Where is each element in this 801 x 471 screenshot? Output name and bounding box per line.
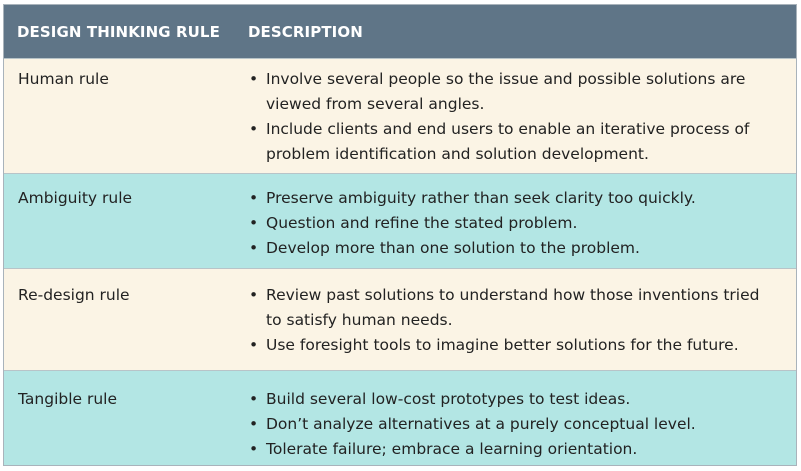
list-item: •Review past solutions to understand how… xyxy=(248,283,778,333)
bullet-icon: • xyxy=(249,70,259,88)
table-header: DESIGN THINKING RULE DESCRIPTION xyxy=(4,5,796,58)
header-design-thinking-rule: DESIGN THINKING RULE xyxy=(17,22,220,41)
bullet-icon: • xyxy=(249,440,259,458)
list-item: •Include clients and end users to enable… xyxy=(248,117,778,167)
rule-name: Ambiguity rule xyxy=(18,189,133,207)
list-item: •Tolerate failure; embrace a learning or… xyxy=(248,437,778,462)
list-item: •Develop more than one solution to the p… xyxy=(248,236,778,261)
list-item: •Question and refine the stated problem. xyxy=(248,211,778,236)
bullet-list: •Preserve ambiguity rather than seek cla… xyxy=(248,186,778,261)
bullet-icon: • xyxy=(249,239,259,257)
bullet-icon: • xyxy=(249,214,259,232)
bullet-list: •Review past solutions to understand how… xyxy=(248,283,778,358)
table-row-re-design-rule: Re-design rule •Review past solutions to… xyxy=(4,268,796,370)
bullet-list: •Involve several people so the issue and… xyxy=(248,67,778,167)
bullet-icon: • xyxy=(249,336,259,354)
rule-name: Human rule xyxy=(18,70,109,88)
rule-description: •Review past solutions to understand how… xyxy=(235,283,796,370)
list-item: •Preserve ambiguity rather than seek cla… xyxy=(248,186,778,211)
bullet-icon: • xyxy=(249,286,259,304)
table-row-human-rule: Human rule •Involve several people so th… xyxy=(4,58,796,173)
rule-description: •Involve several people so the issue and… xyxy=(235,67,796,173)
rule-name: Tangible rule xyxy=(18,390,118,408)
list-item: •Use foresight tools to imagine better s… xyxy=(248,333,778,358)
table-row-tangible-rule: Tangible rule •Build several low-cost pr… xyxy=(4,370,796,465)
bullet-icon: • xyxy=(249,390,259,408)
list-item: •Build several low-cost prototypes to te… xyxy=(248,387,778,412)
rule-name: Re-design rule xyxy=(18,286,130,304)
table-row-ambiguity-rule: Ambiguity rule •Preserve ambiguity rathe… xyxy=(4,173,796,268)
header-description: DESCRIPTION xyxy=(248,22,363,41)
bullet-icon: • xyxy=(249,189,259,207)
list-item: •Don’t analyze alternatives at a purely … xyxy=(248,412,778,437)
list-item: •Involve several people so the issue and… xyxy=(248,67,778,117)
bullet-icon: • xyxy=(249,120,259,138)
design-thinking-table: DESIGN THINKING RULE DESCRIPTION Human r… xyxy=(3,4,797,466)
rule-description: •Preserve ambiguity rather than seek cla… xyxy=(235,186,796,268)
bullet-list: •Build several low-cost prototypes to te… xyxy=(248,387,778,462)
rule-description: •Build several low-cost prototypes to te… xyxy=(235,387,796,465)
bullet-icon: • xyxy=(249,415,259,433)
